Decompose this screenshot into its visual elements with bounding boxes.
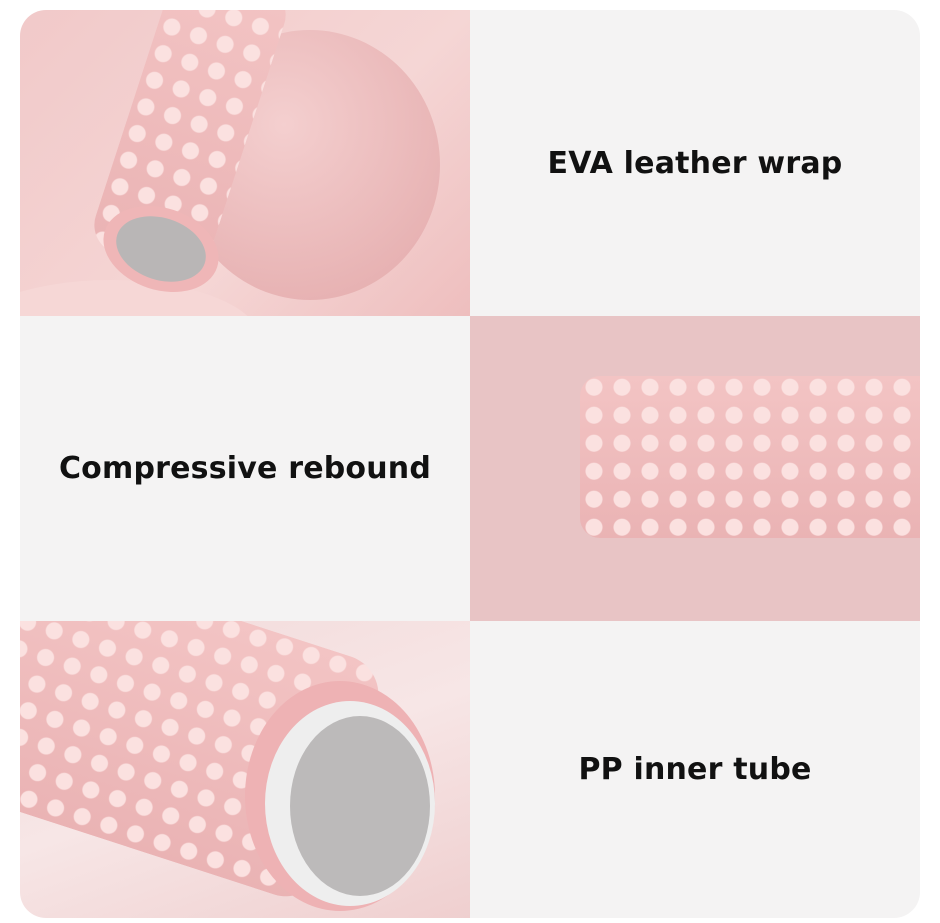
feature-text-panel: Compressive rebound [20,316,470,621]
inner-tube-face [290,716,430,896]
product-photo-eva-wrap [20,10,470,316]
product-photo-rebound [470,316,920,621]
feature-label: PP inner tube [578,752,812,787]
feature-text-panel: PP inner tube [470,621,920,918]
feature-label: EVA leather wrap [547,145,843,181]
foam-roller [580,376,920,538]
feature-grid: EVA leather wrap Compressive rebound PP … [20,10,920,918]
decor-disc [20,280,260,316]
feature-label: Compressive rebound [58,451,432,486]
feature-text-panel: EVA leather wrap [470,10,920,316]
product-photo-inner-tube [20,621,470,918]
